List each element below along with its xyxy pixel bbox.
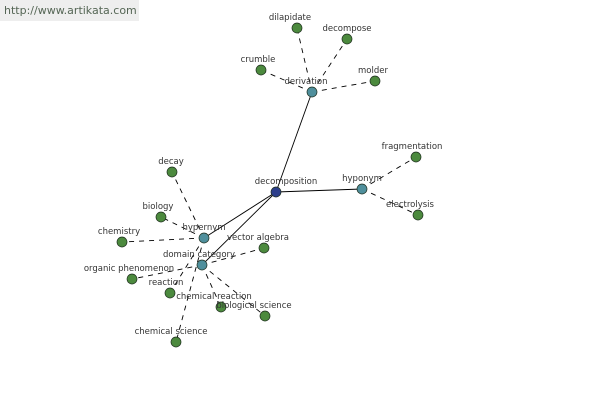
label-decompose: decompose	[322, 24, 371, 34]
edge-hypernym-chemistry	[121, 237, 205, 243]
node-fragmentation[interactable]	[410, 151, 422, 163]
edge-domain-category-chemical-reaction	[201, 264, 222, 308]
label-biological-science: biological science	[216, 301, 291, 311]
site-url-watermark: http://www.artikata.com	[0, 0, 139, 21]
node-reaction[interactable]	[164, 287, 176, 299]
node-molder[interactable]	[369, 75, 381, 87]
node-hypernym[interactable]	[198, 232, 210, 244]
label-decomposition: decomposition	[255, 177, 317, 187]
edge-domain-category-biological-science	[201, 264, 266, 317]
edge-hypernym-reaction	[169, 237, 205, 294]
node-derivation[interactable]	[306, 86, 318, 98]
node-electrolysis[interactable]	[412, 209, 424, 221]
node-decomposition[interactable]	[270, 186, 282, 198]
node-vector-algebra[interactable]	[258, 242, 270, 254]
edge-domain-category-organic-phenomenon	[131, 264, 203, 280]
node-biological-science[interactable]	[259, 310, 271, 322]
edge-derivation-decompose	[311, 38, 348, 93]
node-biology[interactable]	[155, 211, 167, 223]
edge-derivation-molder	[311, 80, 376, 93]
edge-decomposition-domain-category	[201, 191, 277, 266]
node-dilapidate[interactable]	[291, 22, 303, 34]
node-crumble[interactable]	[255, 64, 267, 76]
label-reaction: reaction	[149, 278, 184, 288]
label-chemical-reaction: chemical reaction	[176, 292, 252, 302]
edge-decomposition-hypernym	[203, 191, 277, 239]
label-chemistry: chemistry	[98, 227, 140, 237]
edge-derivation-dilapidate	[296, 27, 313, 93]
label-molder: molder	[358, 66, 388, 76]
label-electrolysis: electrolysis	[386, 200, 435, 210]
label-hypernym: hypernym	[182, 223, 225, 233]
graph-nodes	[116, 22, 424, 348]
label-dilapidate: dilapidate	[269, 13, 311, 23]
node-domain-category[interactable]	[196, 259, 208, 271]
graph-edges	[121, 27, 419, 343]
label-vector-algebra: vector algebra	[227, 233, 289, 243]
node-organic-phenomenon[interactable]	[126, 273, 138, 285]
edge-domain-category-vector-algebra	[201, 247, 265, 266]
edge-hypernym-biology	[160, 216, 205, 239]
label-organic-phenomenon: organic phenomenon	[84, 264, 174, 274]
node-decay[interactable]	[166, 166, 178, 178]
label-biology: biology	[143, 202, 174, 212]
node-decompose[interactable]	[341, 33, 353, 45]
label-decay: decay	[158, 157, 184, 167]
edge-hyponym-electrolysis	[361, 188, 419, 216]
node-chemical-reaction[interactable]	[215, 301, 227, 313]
label-derivation: derivation	[284, 77, 327, 87]
node-chemistry[interactable]	[116, 236, 128, 248]
label-hyponym: hyponym	[342, 174, 382, 184]
label-chemical-science: chemical science	[135, 327, 208, 337]
node-chemical-science[interactable]	[170, 336, 182, 348]
label-crumble: crumble	[241, 55, 276, 65]
edge-decomposition-hyponym	[275, 188, 363, 193]
edge-hypernym-chemical-science	[175, 237, 205, 343]
label-domain-category: domain category	[163, 250, 235, 260]
edge-decomposition-derivation	[275, 91, 313, 193]
edge-hypernym-decay	[171, 171, 205, 239]
edge-hyponym-fragmentation	[361, 156, 417, 190]
node-hyponym[interactable]	[356, 183, 368, 195]
graph-labels: decomposition derivation dilapidate decompo…	[84, 13, 443, 337]
label-fragmentation: fragmentation	[382, 142, 443, 152]
